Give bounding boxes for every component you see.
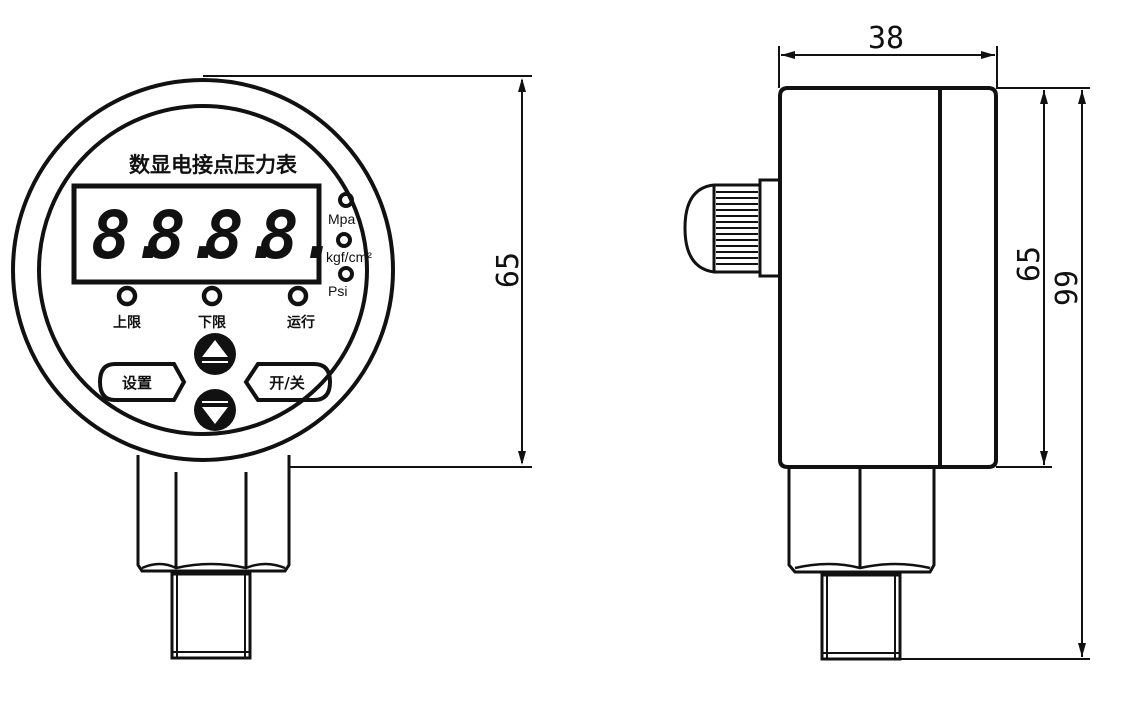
indicator-label-upper: 上限 [113,315,141,331]
digit-2: 8. [146,197,225,274]
set-button[interactable]: 设置 [97,362,187,402]
side-thread [820,573,902,661]
side-hex-fitting [787,467,936,574]
digit-1: 8. [91,197,170,274]
gauge-outer-ring [11,78,395,462]
unit-label-mpa: Mpa [328,211,355,227]
unit-led-psi [338,266,354,282]
dimension-diameter: 65 [203,75,532,468]
unit-label-psi: Psi [328,283,347,299]
up-button[interactable] [194,333,236,375]
unit-label-kgf: kgf/cm² [326,249,372,265]
dimension-depth: 38 [778,21,998,88]
seven-segment-display: 8. 8. 8. 8. [91,197,338,274]
set-button-label: 设置 [122,374,152,392]
dimension-label-body-height: 65 [1012,246,1047,282]
dimension-body-height: 65 [996,87,1090,468]
side-view: 38 65 99 [683,21,1090,661]
unit-led-kgf [336,232,352,248]
dimension-label-depth: 38 [868,21,904,56]
power-button[interactable]: 开/关 [243,362,333,402]
indicator-label-lower: 下限 [198,315,226,331]
indicator-led-run [287,285,309,307]
front-hex-fitting [136,455,291,573]
gauge-inner-ring [37,104,369,436]
gauge-title: 数显电接点压力表 [129,153,298,177]
dimension-total-height: 99 [900,90,1090,660]
up-arrow-icon [202,340,228,357]
down-button[interactable] [194,389,236,431]
indicator-led-upper [116,285,138,307]
indicator-led-lower [201,285,223,307]
display-frame [71,183,322,285]
unit-led-mpa [338,192,354,208]
down-arrow-icon [202,407,228,424]
indicator-label-run: 运行 [287,314,315,331]
front-view: 数显电接点压力表 8. 8. 8. 8. Mpa kgf/cm² Psi 上限 … [11,75,532,660]
cable-gland [683,178,782,278]
power-button-label: 开/关 [269,374,304,392]
front-thread [170,572,252,660]
dimension-label-diameter: 65 [491,252,526,288]
digit-4: 8. [259,197,338,274]
side-body [778,86,998,469]
digit-3: 8. [204,197,283,274]
dimension-label-total-height: 99 [1050,270,1085,306]
